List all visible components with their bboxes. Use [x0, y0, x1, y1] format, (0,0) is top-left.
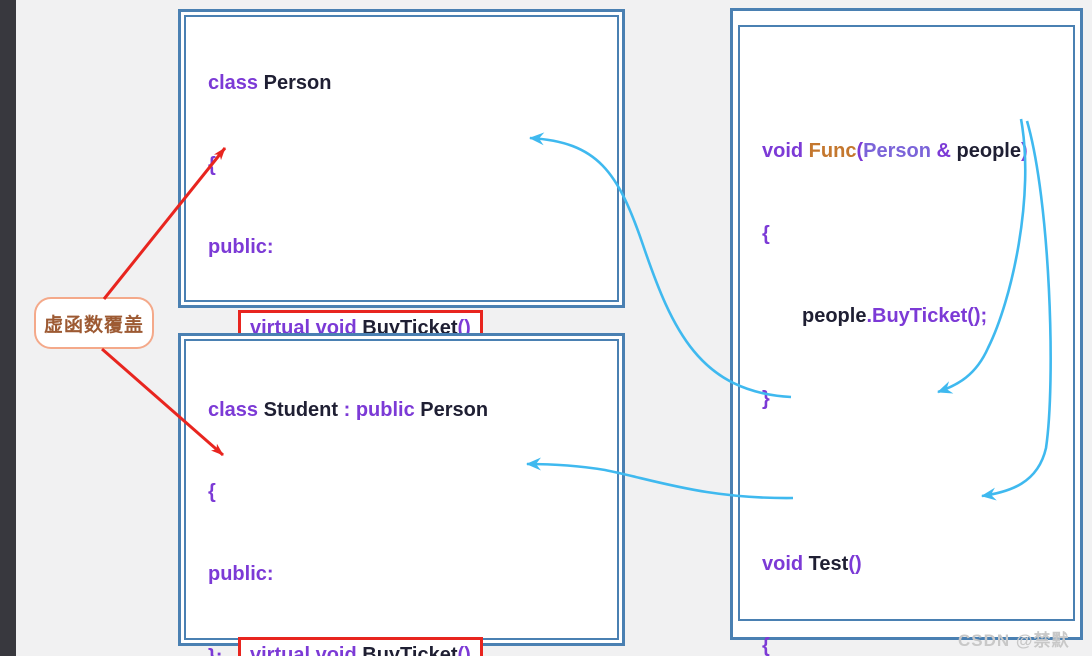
virtual-buyticket-highlight: virtual void BuyTicket() [238, 637, 483, 656]
student-class-box-inner: class Student : public Person { public: … [184, 339, 619, 656]
code-line: void Func(Person & people) [762, 140, 1028, 162]
csdn-watermark: CSDN @禁默 [958, 631, 1070, 650]
code-line: void Test() [762, 552, 862, 575]
virtual-override-label-bubble: 虚函数覆盖 [34, 297, 154, 349]
code-line: { [208, 481, 216, 503]
code-line: people.BuyTicket(); [802, 305, 988, 327]
person-class-box-inner: class Person { public: virtual void BuyT… [184, 15, 619, 656]
code-line: { [762, 635, 770, 656]
code-line: { [208, 154, 216, 176]
bubble-text: 虚函数覆盖 [43, 314, 144, 336]
code-line: public: [208, 236, 274, 258]
func-code-box: void Func(Person & people) { people.BuyT… [730, 8, 1083, 656]
code-line: virtual void BuyTicket() [208, 637, 617, 656]
code-line: { [762, 222, 770, 245]
code-line: } [762, 387, 770, 410]
code-line: }; [208, 639, 617, 656]
dark-side-strip [0, 0, 16, 656]
code-line: class Person [208, 72, 332, 94]
person-class-box: class Person { public: virtual void BuyT… [178, 9, 625, 656]
blank-line [762, 463, 1073, 500]
student-class-box: class Student : public Person { public: … [178, 333, 625, 656]
code-line: class Student : public Person [208, 399, 489, 421]
func-code-box-inner: void Func(Person & people) { people.BuyT… [738, 25, 1075, 656]
code-line: public: [208, 563, 274, 585]
